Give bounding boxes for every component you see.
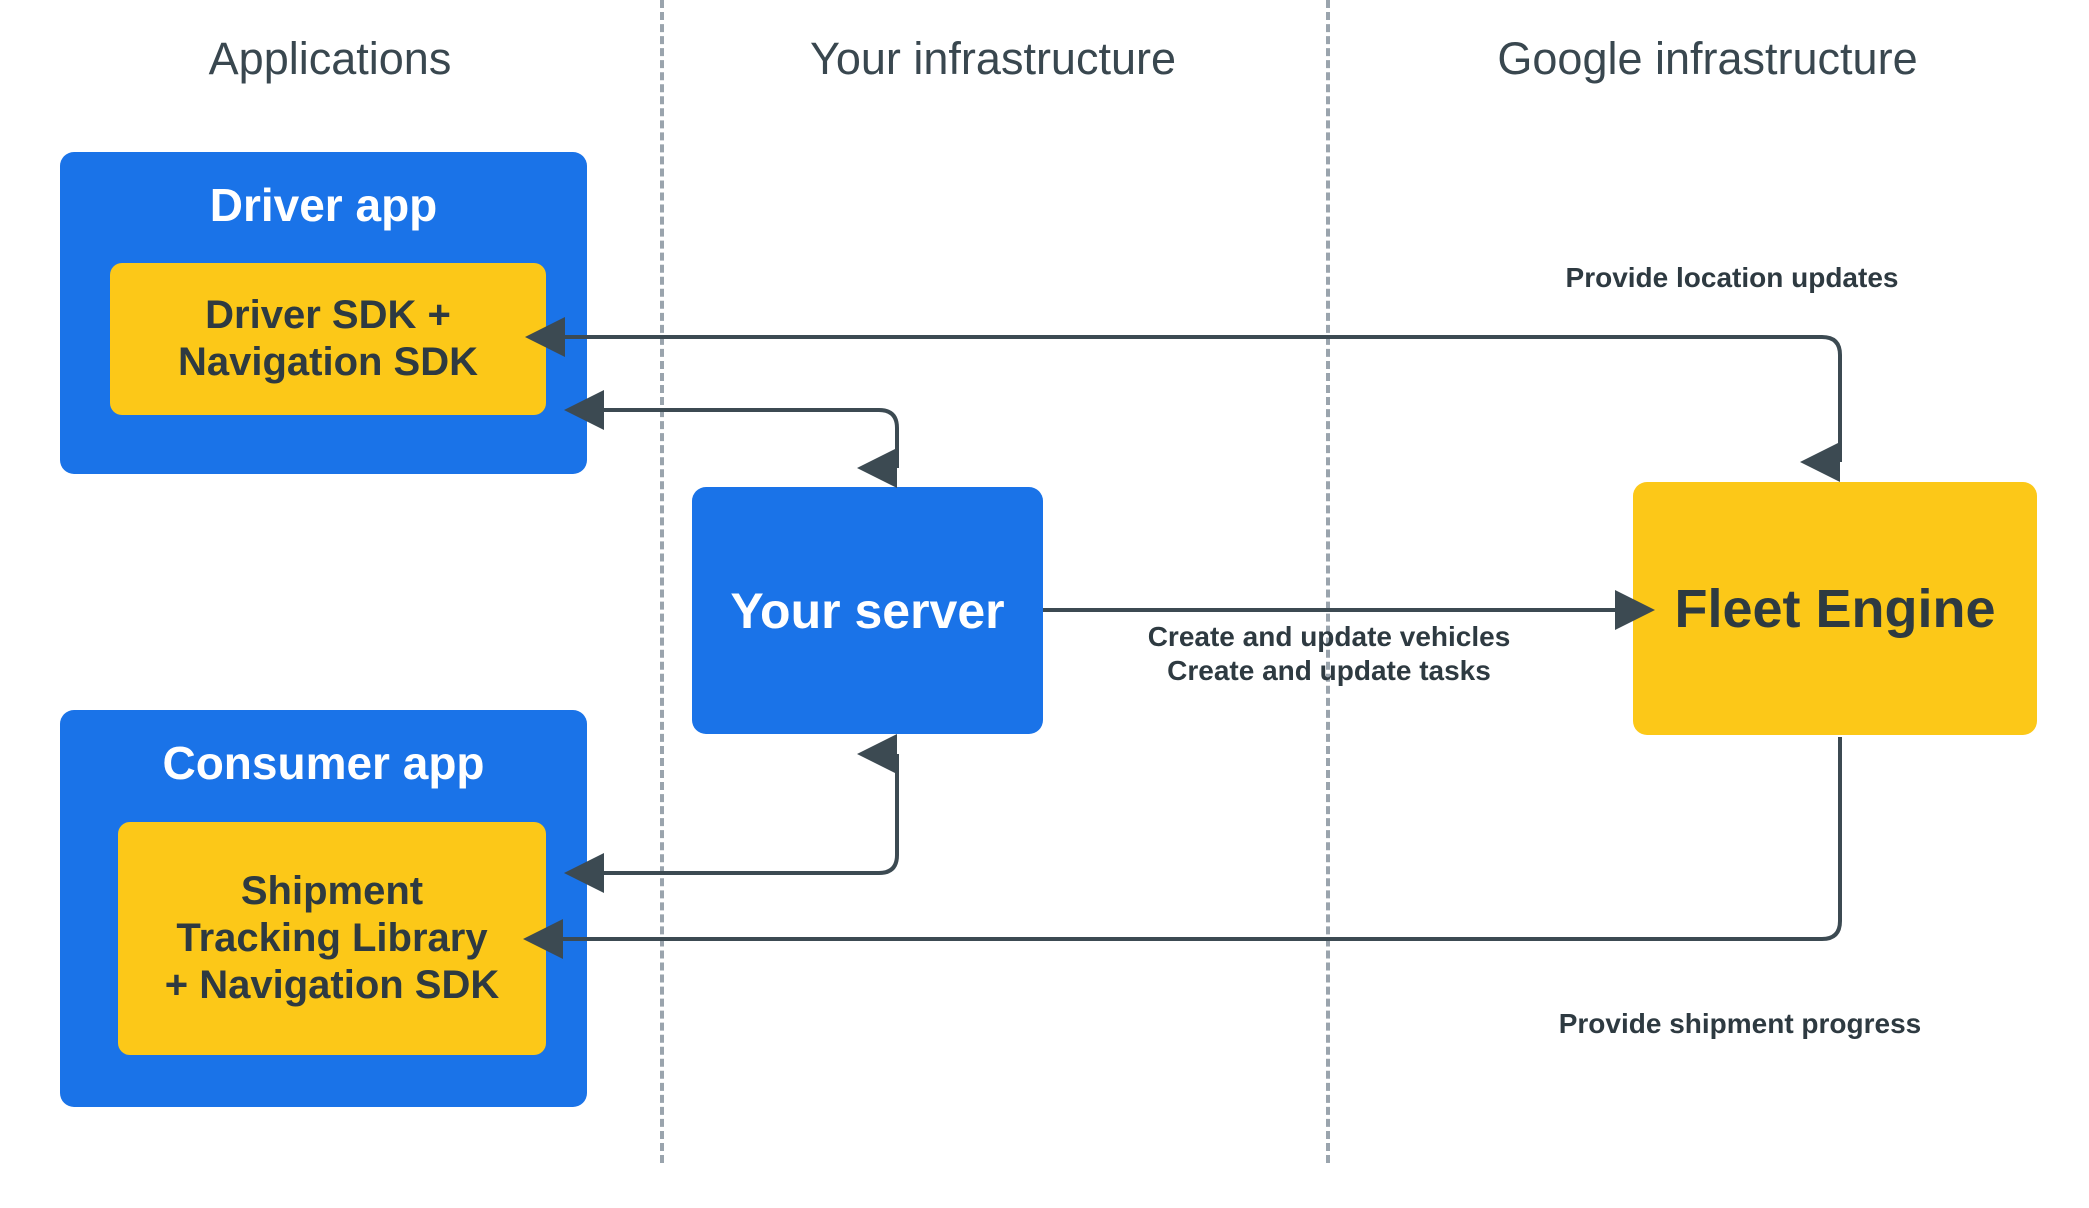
consumer-sdk-box[interactable]: Shipment Tracking Library + Navigation S… [118, 822, 546, 1055]
divider-applications-infrastructure [660, 0, 664, 1163]
connector-location-updates [525, 317, 1842, 482]
edge-label-create-update-line2: Create and update tasks [1167, 655, 1491, 687]
driver-sdk-label: Driver SDK + Navigation SDK [172, 292, 484, 386]
connector-server-driver [564, 390, 899, 488]
consumer-sdk-label: Shipment Tracking Library + Navigation S… [159, 868, 506, 1010]
consumer-sdk-label-line1: Shipment [240, 868, 424, 913]
edge-label-location-updates: Provide location updates [1565, 262, 1899, 293]
driver-sdk-label-line1: Driver SDK + [205, 292, 451, 337]
edge-label-create-update: Create and update vehicles Create and up… [1049, 620, 1609, 688]
consumer-app-title: Consumer app [162, 737, 485, 789]
fleet-engine-label: Fleet Engine [1674, 578, 1996, 639]
driver-sdk-label-line2: Navigation SDK [177, 340, 479, 384]
edge-label-create-update-line1: Create and update vehicles [1147, 621, 1511, 652]
column-header-your-infrastructure: Your infrastructure [809, 33, 1177, 84]
driver-app-title: Driver app [209, 179, 438, 231]
consumer-sdk-label-line2: Tracking Library [176, 915, 488, 960]
your-server-label: Your server [730, 582, 1005, 639]
edge-label-shipment-progress: Provide shipment progress [1558, 1008, 1922, 1039]
connector-server-consumer [564, 734, 899, 893]
connector-shipment-progress [523, 737, 1842, 959]
column-header-google-infrastructure: Google infrastructure [1497, 33, 1918, 84]
driver-sdk-box[interactable]: Driver SDK + Navigation SDK [110, 263, 546, 415]
divider-infrastructure-google [1326, 0, 1330, 1163]
column-header-applications: Applications [208, 33, 452, 84]
your-server-box[interactable]: Your server [692, 487, 1043, 734]
consumer-sdk-label-line3: + Navigation SDK [164, 963, 500, 1008]
fleet-engine-box[interactable]: Fleet Engine [1633, 482, 2037, 735]
